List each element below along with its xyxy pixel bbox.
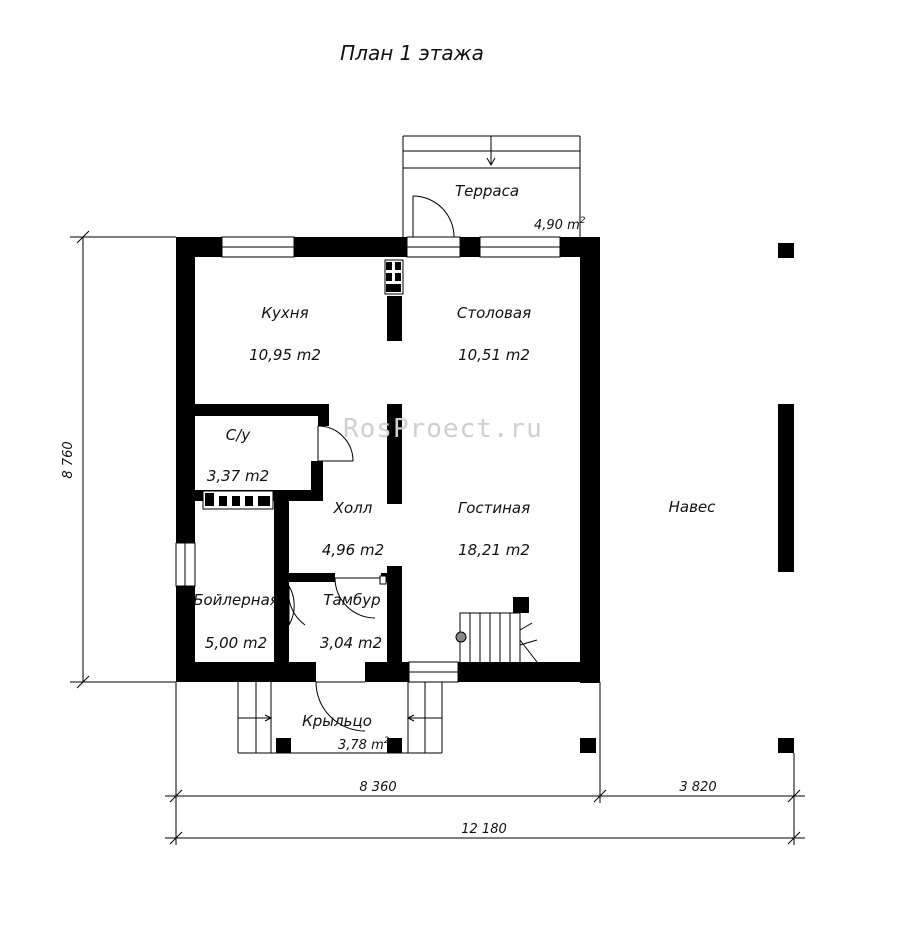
door-swing-icon	[317, 425, 354, 462]
door-swing-icon	[334, 577, 376, 619]
staircase	[455, 597, 538, 663]
doors	[287, 425, 387, 732]
vestibule-area: 3,04 m2	[320, 634, 382, 652]
hall-area: 4,96 m2	[322, 541, 384, 559]
dimension-height: 8 760	[61, 441, 76, 478]
bathroom-area: 3,37 m2	[207, 467, 269, 485]
dimension-lines	[70, 230, 805, 845]
column	[513, 597, 529, 613]
kitchen-area: 10,95 m2	[249, 346, 321, 364]
bathroom-name: С/у	[226, 426, 252, 444]
boiler-name: Бойлерная	[193, 591, 279, 609]
door-swing-icon	[315, 681, 366, 732]
dimension-canopy-width: 3 820	[679, 780, 716, 795]
interior-walls	[195, 259, 404, 662]
boiler-area: 5,00 m2	[205, 634, 267, 652]
porch-name: Крыльцо	[302, 712, 372, 730]
plan-title: План 1 этажа	[340, 41, 484, 65]
windows	[175, 236, 561, 683]
porch	[237, 682, 443, 754]
exterior-walls	[176, 237, 600, 683]
dimension-house-width: 8 360	[359, 780, 396, 795]
terrace-area: 4,90 m2	[534, 216, 586, 233]
door-swing-icon	[287, 585, 306, 626]
arrow-left-icon	[406, 714, 415, 722]
hall-name: Холл	[333, 499, 373, 517]
watermark: RosProect.ru	[343, 414, 543, 444]
living-name: Гостиная	[458, 499, 530, 517]
door-swing-icon	[412, 195, 455, 238]
living-area: 18,21 m2	[458, 541, 530, 559]
canopy-name: Навес	[669, 498, 717, 516]
porch-area: 3,78 m2	[338, 736, 390, 753]
stair-start-icon	[455, 631, 467, 643]
kitchen-name: Кухня	[261, 304, 308, 322]
arrow-right-icon	[264, 714, 273, 722]
dining-area: 10,51 m2	[458, 346, 530, 364]
vestibule-name: Тамбур	[323, 591, 380, 609]
terrace	[402, 135, 581, 238]
dining-name: Столовая	[457, 304, 531, 322]
canopy	[580, 243, 794, 753]
dimension-total-width: 12 180	[461, 822, 507, 837]
terrace-name: Терраса	[455, 182, 519, 200]
